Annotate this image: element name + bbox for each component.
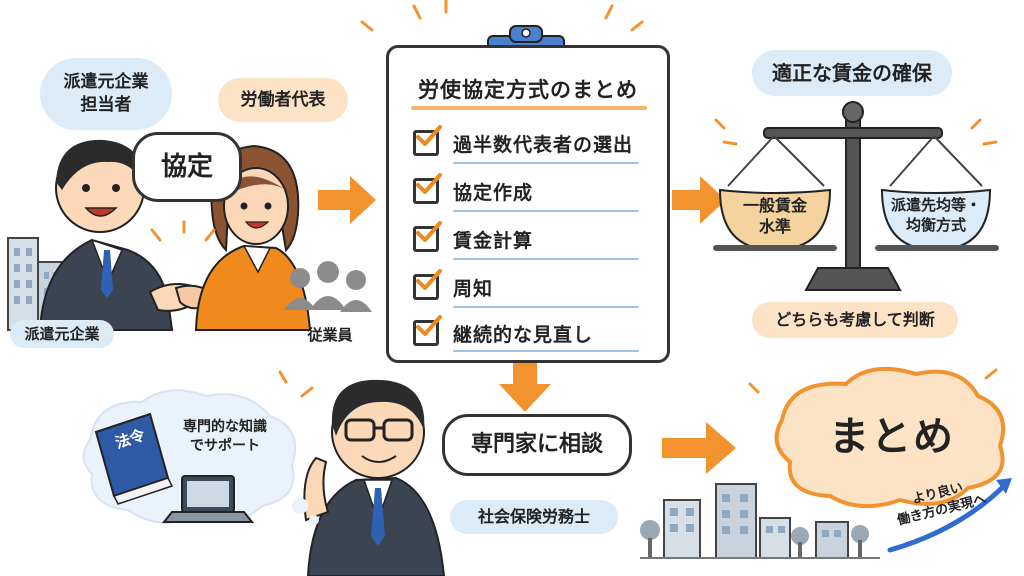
dispatch-company-label: 派遣元企業: [10, 320, 114, 348]
expert-label: 社会保険労務士: [450, 500, 618, 534]
employees-icon: [284, 261, 372, 312]
row-divider: [453, 210, 639, 212]
checklist-item-label: 過半数代表者の選出: [453, 133, 634, 156]
checkbox-checked: [413, 221, 442, 252]
checkbox-checked: [413, 315, 442, 346]
book-icon: [94, 412, 174, 505]
checklist-item-label: 協定作成: [453, 181, 534, 204]
title-underline: [411, 106, 647, 110]
checkbox-checked: [413, 125, 442, 156]
employees-label: 従業員: [307, 326, 353, 344]
summary-cloud: [774, 366, 1006, 509]
checklist-item-label: 周知: [453, 277, 494, 300]
thought-text: 専門的な知識 でサポート: [183, 419, 267, 454]
consult-bubble: 専門家に相談: [442, 414, 632, 476]
arrow-to-summary: [662, 422, 736, 474]
worker-rep-bubble: 労働者代表: [218, 78, 348, 122]
checklist-item: 継続的な見直し: [413, 314, 593, 352]
fair-wage-title: 適正な賃金の確保: [752, 50, 952, 96]
row-divider: [453, 306, 639, 308]
row-divider: [453, 350, 639, 352]
summary-text: まとめ: [829, 414, 955, 460]
checklist-title: 労使協定方式のまとめ: [418, 78, 638, 102]
arrow-down-to-expert: [499, 360, 551, 412]
city-icon: [640, 478, 1012, 559]
scale-icon: [713, 101, 999, 291]
laptop-icon: [161, 475, 255, 523]
dispatch-staff-bubble: 派遣元企業 担当者: [40, 58, 172, 130]
checklist-item-label: 継続的な見直し: [453, 323, 594, 346]
checklist-item-label: 賃金計算: [453, 229, 534, 252]
arrow-to-checklist: [318, 176, 376, 224]
row-divider: [453, 258, 639, 260]
row-divider: [453, 162, 639, 164]
left-pan-label: 一般賃金 水準: [742, 196, 807, 236]
checkbox-checked: [413, 173, 442, 204]
checklist-item: 過半数代表者の選出: [413, 124, 633, 162]
both-considered-caption: どちらも考慮して判断: [752, 302, 958, 338]
checklist-item: 協定作成: [413, 172, 533, 210]
right-pan-label: 派遣先均等・ 均衡方式: [890, 196, 981, 234]
worker-rep-figure: [194, 144, 312, 331]
arrow-to-scale: [672, 176, 726, 224]
expert-figure: [303, 379, 446, 576]
checklist-card: 労使協定方式のまとめ 過半数代表者の選出 協定作成 賃金計算 周知 継続的な見直…: [386, 45, 670, 363]
checklist-item: 賃金計算: [413, 220, 533, 258]
checklist-item: 周知: [413, 268, 493, 306]
arrow-icon: [318, 176, 736, 474]
checkbox-checked: [413, 269, 442, 300]
agreement-bubble: 協定: [132, 132, 242, 202]
